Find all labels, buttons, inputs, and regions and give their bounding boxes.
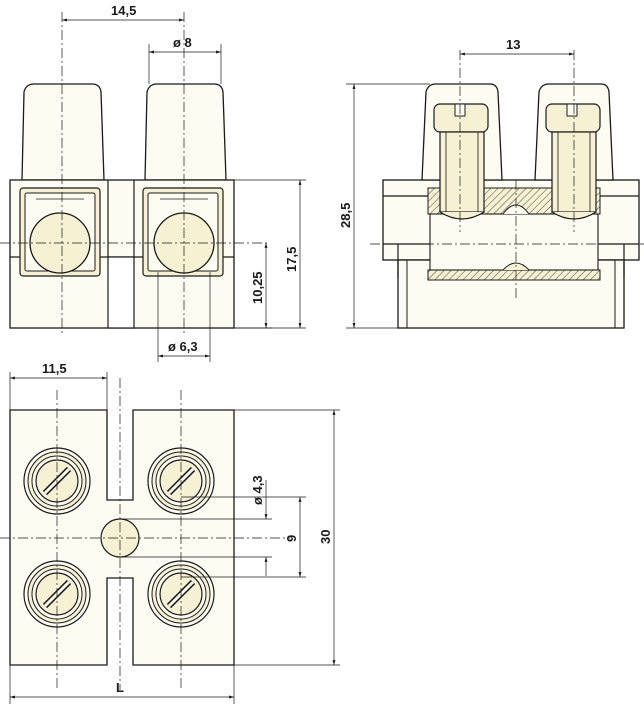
dim-9: 9 (284, 535, 299, 542)
front-gap (107, 256, 135, 329)
dim-dia-8: ø 8 (173, 35, 192, 50)
dim-13: 13 (506, 37, 520, 52)
dim-30: 30 (318, 530, 333, 544)
dim-L: L (116, 680, 124, 695)
dim-11-5: 11,5 (42, 361, 67, 376)
dim-dia-4-3: ø 4,3 (250, 475, 265, 505)
side-view: 13 28,5 (338, 37, 644, 329)
dim-14-5: 14,5 (111, 3, 136, 18)
right-cone (144, 83, 227, 181)
dim-10-25: 10,25 (250, 271, 265, 304)
dim-28-5: 28,5 (338, 203, 353, 228)
left-screw-shank (439, 131, 485, 213)
top-view: 11,5 ø 4,3 9 30 L (0, 361, 340, 704)
left-cone (21, 83, 105, 181)
front-view: 14,5 ø 8 17,5 10,25 ø 6,3 (0, 3, 306, 362)
dim-dia-6-3: ø 6,3 (168, 339, 198, 354)
dim-17-5: 17,5 (284, 247, 299, 272)
